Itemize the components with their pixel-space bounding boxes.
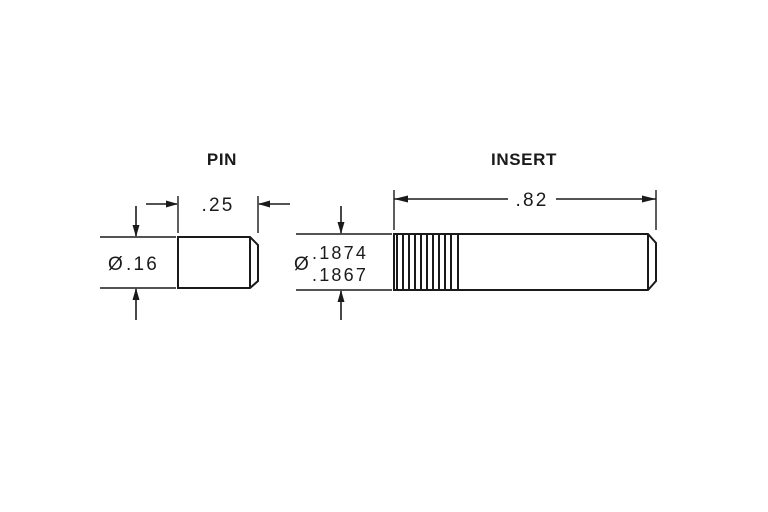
- pin-length-arrow-right: [258, 200, 270, 208]
- insert-length-dimension: .82: [393, 190, 657, 230]
- insert-length-label: .82: [515, 190, 548, 211]
- insert-diameter-symbol: Ø: [294, 254, 309, 275]
- part-title-insert: INSERT: [491, 150, 557, 169]
- insert-dia-arrow-bottom: [337, 290, 345, 302]
- part-title-pin: PIN: [207, 150, 237, 169]
- pin-diameter-dimension: Ø .16: [100, 206, 176, 320]
- pin-dia-arrow-top: [132, 225, 140, 237]
- insert-thread-section: [396, 234, 459, 290]
- part-pin: PIN .25: [100, 150, 290, 320]
- insert-length-arrow-right: [642, 195, 656, 203]
- pin-dia-arrow-bottom: [132, 288, 140, 300]
- insert-diameter-label-upper: .1874: [312, 243, 368, 263]
- insert-diameter-label-lower: .1867: [312, 265, 368, 285]
- pin-length-label: .25: [201, 195, 234, 216]
- pin-length-dimension: .25: [146, 195, 290, 233]
- insert-diameter-dimension: Ø .1874 .1867: [294, 206, 392, 320]
- insert-length-arrow-left: [394, 195, 408, 203]
- insert-dia-arrow-top: [337, 222, 345, 234]
- pin-length-arrow-left: [166, 200, 178, 208]
- pin-diameter-symbol: Ø: [108, 254, 123, 275]
- part-insert: INSERT: [294, 150, 657, 320]
- pin-body-outline: [177, 236, 259, 289]
- pin-diameter-label: .16: [126, 254, 159, 275]
